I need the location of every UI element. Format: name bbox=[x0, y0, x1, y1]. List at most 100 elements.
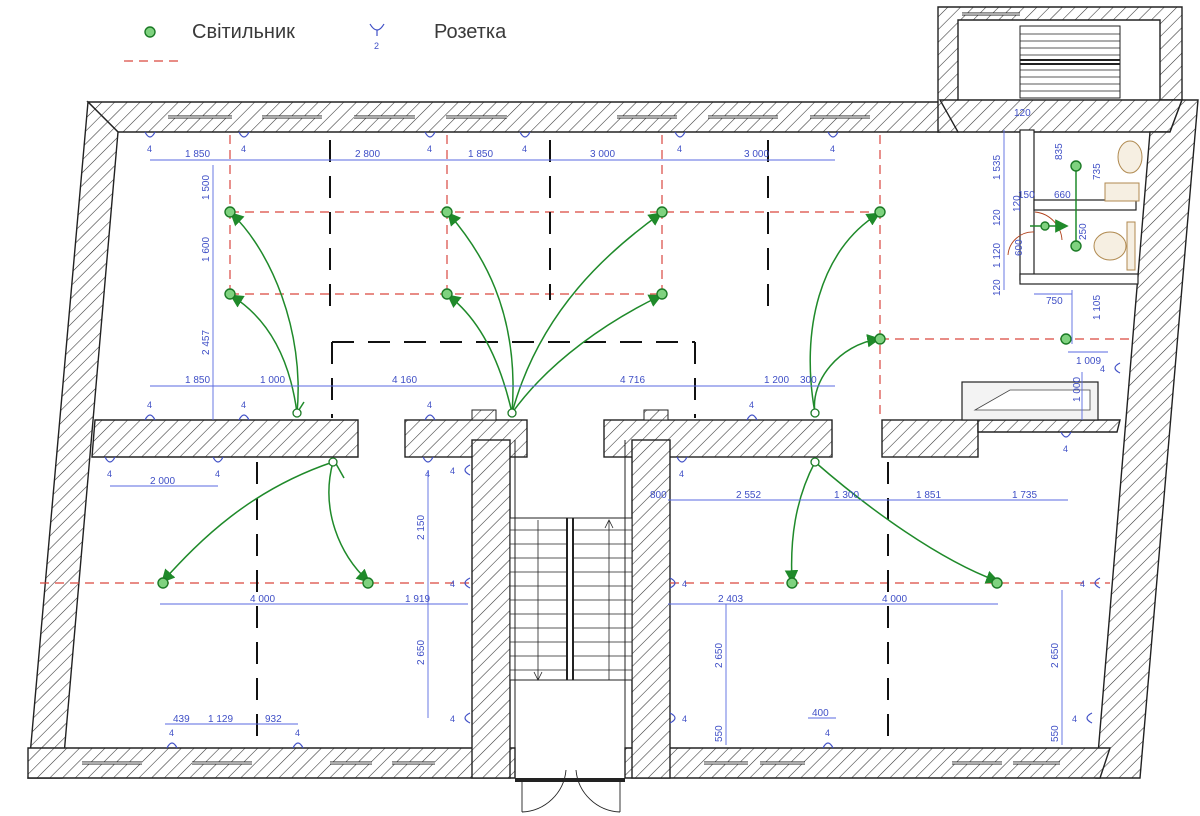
legend-lamp-icon bbox=[144, 26, 156, 38]
dim-label: 1 850 bbox=[185, 375, 210, 386]
socket-icon: 4 bbox=[746, 400, 758, 421]
dim-label: 2 800 bbox=[355, 149, 380, 160]
switch-icon bbox=[507, 408, 517, 418]
entrance-doors bbox=[514, 440, 626, 813]
socket-icon: 4 bbox=[669, 577, 687, 589]
socket-count: 4 bbox=[107, 469, 112, 479]
socket-icon: 4 bbox=[450, 712, 471, 724]
socket-count: 4 bbox=[241, 144, 246, 154]
socket-count: 4 bbox=[1072, 714, 1077, 724]
socket-count: 4 bbox=[169, 728, 174, 738]
switch-icon bbox=[328, 457, 338, 467]
dim-label: 2 403 bbox=[718, 594, 743, 605]
lamp-icon bbox=[874, 206, 886, 218]
socket-count: 4 bbox=[450, 466, 455, 476]
lamps bbox=[157, 160, 1082, 589]
vent-block-1 bbox=[471, 409, 497, 421]
lamp-icon bbox=[362, 577, 374, 589]
socket-icon: 4 bbox=[144, 400, 156, 421]
switch-icon bbox=[810, 408, 820, 418]
socket-icon: 4 bbox=[104, 456, 116, 479]
socket-icon: 4 bbox=[827, 131, 839, 154]
socket-count: 4 bbox=[682, 714, 687, 724]
dim-label: 1 919 bbox=[405, 594, 430, 605]
dim-label: 400 bbox=[812, 708, 829, 719]
dim-label: 1 300 bbox=[834, 490, 859, 501]
dim-label: 932 bbox=[265, 714, 282, 725]
switch-icon bbox=[292, 408, 302, 418]
socket-count: 4 bbox=[522, 144, 527, 154]
wall-bath-2 bbox=[1033, 199, 1137, 211]
dim-label: 250 bbox=[1078, 223, 1089, 240]
socket-count: 4 bbox=[295, 728, 300, 738]
switch-icon bbox=[810, 457, 820, 467]
dim-label: 800 bbox=[650, 490, 667, 501]
socket-icon: 4 bbox=[1060, 431, 1072, 454]
socket-count: 4 bbox=[1063, 444, 1068, 454]
socket-count: 4 bbox=[825, 728, 830, 738]
dim-label: 120 bbox=[1014, 108, 1031, 119]
wall-tower bbox=[937, 6, 1183, 133]
vent-block-2 bbox=[643, 409, 669, 421]
dim-label: 120 bbox=[992, 279, 1003, 296]
wall-bottom-right bbox=[624, 747, 1111, 779]
lamp-icon bbox=[224, 206, 236, 218]
dim-label: 550 bbox=[714, 725, 725, 742]
bath-fixtures bbox=[1007, 140, 1143, 271]
dim-label: 1 000 bbox=[260, 375, 285, 386]
dim-label: 1 535 bbox=[992, 155, 1003, 180]
socket-count: 4 bbox=[427, 144, 432, 154]
socket-icon: 4 bbox=[450, 577, 471, 589]
socket-icon: 4 bbox=[166, 728, 178, 749]
socket-icon: 4 bbox=[519, 131, 531, 154]
main-stairs bbox=[509, 517, 633, 681]
socket-icon: 4 bbox=[238, 400, 250, 421]
legend: Світильник 2 Розетка bbox=[124, 21, 507, 62]
legend-socket-count: 2 bbox=[374, 41, 379, 51]
socket-icon: 4 bbox=[676, 456, 688, 479]
dim-label: 1 851 bbox=[916, 490, 941, 501]
dim-label: 120 bbox=[992, 209, 1003, 226]
dim-label: 300 bbox=[800, 375, 817, 386]
lamp-icon bbox=[1070, 240, 1082, 252]
legend-lamp-label: Світильник bbox=[192, 21, 295, 43]
socket-count: 4 bbox=[425, 469, 430, 479]
dim-label: 4 160 bbox=[392, 375, 417, 386]
dim-label: 835 bbox=[1054, 143, 1065, 160]
dim-label: 550 bbox=[1050, 725, 1061, 742]
wall-mid-4 bbox=[881, 419, 979, 458]
dim-label: 2 457 bbox=[201, 330, 212, 355]
dim-label: 2 552 bbox=[736, 490, 761, 501]
socket-count: 4 bbox=[147, 144, 152, 154]
dim-label: 4 716 bbox=[620, 375, 645, 386]
socket-icon: 4 bbox=[144, 131, 156, 154]
socket-count: 4 bbox=[677, 144, 682, 154]
lamp-icon bbox=[157, 577, 169, 589]
wall-top-right bbox=[938, 99, 1184, 133]
dim-label: 1 600 bbox=[201, 237, 212, 262]
lamp-icon bbox=[874, 333, 886, 345]
legend-socket-label: Розетка bbox=[434, 21, 507, 43]
wall-mid-1 bbox=[91, 419, 359, 458]
dim-label: 2 000 bbox=[150, 476, 175, 487]
dim-label: 600 bbox=[1014, 239, 1025, 256]
socket-count: 4 bbox=[427, 400, 432, 410]
lamp-icon bbox=[1070, 160, 1082, 172]
dimension-lines bbox=[110, 130, 1108, 745]
socket-icon: 4 bbox=[1072, 712, 1093, 724]
dim-label: 1 735 bbox=[1012, 490, 1037, 501]
dim-label: 1 850 bbox=[185, 149, 210, 160]
dim-label: 735 bbox=[1092, 163, 1103, 180]
socket-icon: 4 bbox=[424, 400, 436, 421]
socket-count: 4 bbox=[147, 400, 152, 410]
lamp-icon bbox=[441, 288, 453, 300]
lamp-icon bbox=[224, 288, 236, 300]
walls bbox=[27, 6, 1199, 779]
socket-count: 4 bbox=[1100, 364, 1105, 374]
socket-icon: 4 bbox=[424, 131, 436, 154]
dimension-labels: 1 850 2 800 1 850 3 000 3 000 1 500 1 60… bbox=[150, 108, 1103, 742]
lamp-icon bbox=[786, 577, 798, 589]
socket-count: 4 bbox=[830, 144, 835, 154]
socket-icon: 4 bbox=[422, 456, 434, 479]
